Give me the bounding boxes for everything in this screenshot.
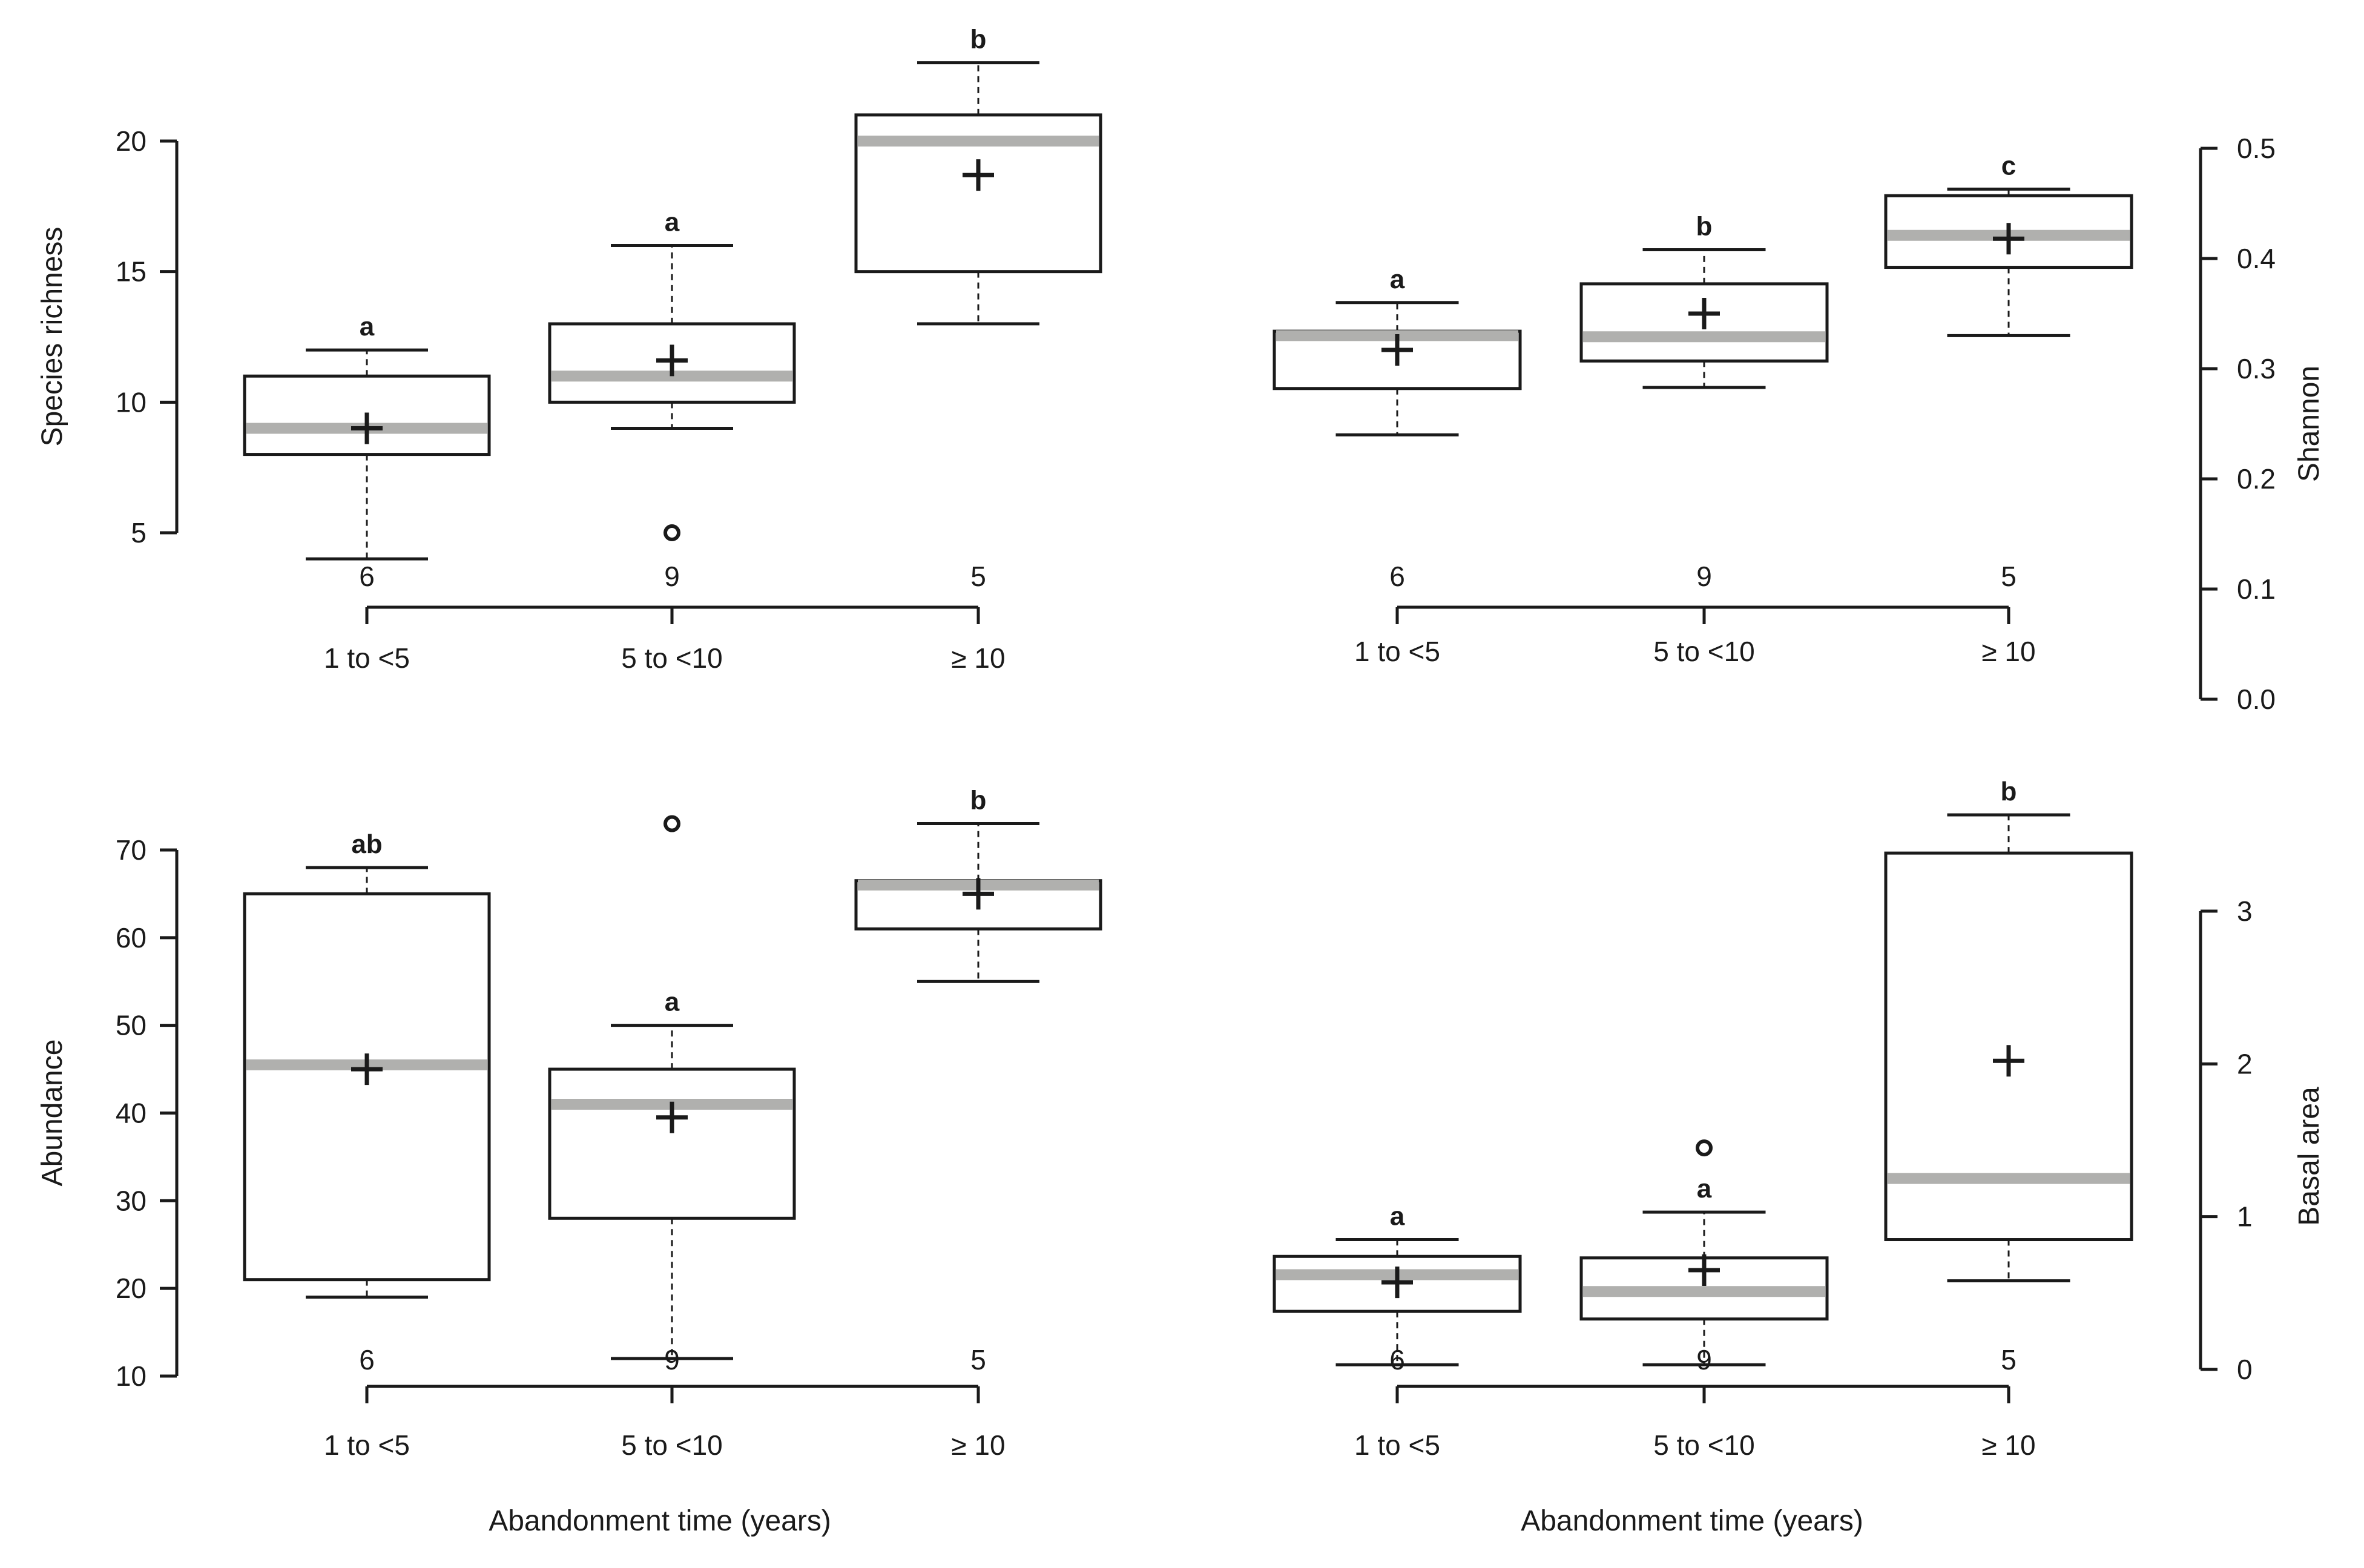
sample-size-label: 5 bbox=[2001, 561, 2017, 592]
y-tick-label: 20 bbox=[116, 1273, 147, 1304]
box-group: a bbox=[243, 312, 491, 561]
y-tick-label: 0 bbox=[2237, 1354, 2253, 1385]
y-tick-label: 1 bbox=[2237, 1201, 2253, 1233]
significance-letter: c bbox=[2001, 151, 2016, 180]
x-axis-title: Abandonment time (years) bbox=[489, 1505, 831, 1537]
sample-size-label: 6 bbox=[1389, 561, 1405, 592]
y-tick-label: 0.5 bbox=[2237, 133, 2276, 164]
significance-letter: a bbox=[1697, 1174, 1712, 1204]
x-tick-label: 5 to <10 bbox=[621, 642, 723, 674]
sample-size-label: 9 bbox=[664, 561, 680, 592]
x-tick-label: 1 to <5 bbox=[324, 642, 410, 674]
box-group: b bbox=[854, 786, 1102, 983]
sample-size-label: 5 bbox=[970, 1344, 986, 1375]
box-group: a bbox=[548, 208, 796, 541]
y-axis-title: Abundance bbox=[36, 1039, 68, 1187]
y-tick-label: 0.3 bbox=[2237, 353, 2276, 384]
x-tick-label: ≥ 10 bbox=[1981, 636, 2035, 667]
x-tick-label: ≥ 10 bbox=[951, 1429, 1005, 1461]
box-group: b bbox=[1884, 777, 2133, 1283]
x-tick-label: 5 to <10 bbox=[1653, 636, 1755, 667]
box-group: a bbox=[1273, 1202, 1522, 1366]
outlier-point bbox=[663, 524, 680, 541]
x-tick-label: ≥ 10 bbox=[951, 642, 1005, 674]
significance-letter: a bbox=[1390, 265, 1405, 294]
y-tick-label: 0.2 bbox=[2237, 463, 2276, 495]
x-tick-label: 1 to <5 bbox=[324, 1429, 410, 1461]
y-tick-label: 3 bbox=[2237, 895, 2253, 927]
significance-letter: b bbox=[970, 25, 987, 54]
significance-letter: ab bbox=[351, 829, 382, 859]
sample-size-label: 6 bbox=[359, 1344, 375, 1375]
sample-size-label: 6 bbox=[359, 561, 375, 592]
x-tick-label: ≥ 10 bbox=[1981, 1429, 2035, 1461]
y-tick-label: 0.0 bbox=[2237, 684, 2276, 715]
sample-size-label: 9 bbox=[1696, 561, 1712, 592]
y-tick-label: 0.1 bbox=[2237, 573, 2276, 605]
sample-size-label: 5 bbox=[970, 561, 986, 592]
box-iqr bbox=[548, 1067, 796, 1220]
y-tick-label: 10 bbox=[116, 1360, 147, 1392]
box-group: a bbox=[1273, 265, 1522, 436]
sample-size-label: 9 bbox=[1696, 1344, 1712, 1375]
y-tick-label: 2 bbox=[2237, 1048, 2253, 1079]
significance-letter: a bbox=[360, 312, 375, 341]
significance-letter: a bbox=[665, 208, 680, 237]
significance-letter: b bbox=[1696, 211, 1713, 241]
outlier-point bbox=[663, 815, 680, 832]
outlier-point bbox=[1696, 1139, 1713, 1157]
y-axis-title: Species richness bbox=[36, 227, 68, 447]
x-axis-title: Abandonment time (years) bbox=[1521, 1505, 1863, 1537]
box-group: ab bbox=[243, 829, 491, 1299]
box-group: c bbox=[1884, 151, 2133, 337]
y-tick-label: 10 bbox=[116, 386, 147, 418]
y-tick-label: 20 bbox=[116, 125, 147, 157]
box-group: b bbox=[1579, 211, 1829, 389]
y-tick-label: 60 bbox=[116, 922, 147, 954]
box-group: a bbox=[1579, 1139, 1829, 1366]
x-tick-label: 1 to <5 bbox=[1354, 636, 1440, 667]
y-tick-label: 5 bbox=[131, 517, 147, 548]
significance-letter: b bbox=[2001, 777, 2017, 806]
x-tick-label: 5 to <10 bbox=[621, 1429, 723, 1461]
y-tick-label: 40 bbox=[116, 1098, 147, 1129]
significance-letter: b bbox=[970, 786, 987, 815]
y-tick-label: 15 bbox=[116, 256, 147, 288]
x-tick-label: 5 to <10 bbox=[1653, 1429, 1755, 1461]
box-iqr bbox=[243, 892, 491, 1282]
significance-letter: a bbox=[665, 987, 680, 1017]
y-tick-label: 70 bbox=[116, 834, 147, 866]
sample-size-label: 5 bbox=[2001, 1344, 2017, 1375]
box-group: a bbox=[548, 815, 796, 1360]
y-tick-label: 50 bbox=[116, 1010, 147, 1041]
box-group: b bbox=[854, 25, 1102, 326]
y-axis-title: Shannon bbox=[2293, 366, 2325, 482]
significance-letter: a bbox=[1390, 1202, 1405, 1231]
y-tick-label: 30 bbox=[116, 1185, 147, 1216]
y-axis-title: Basal area bbox=[2293, 1087, 2325, 1226]
y-tick-label: 0.4 bbox=[2237, 243, 2276, 274]
x-tick-label: 1 to <5 bbox=[1354, 1429, 1440, 1461]
